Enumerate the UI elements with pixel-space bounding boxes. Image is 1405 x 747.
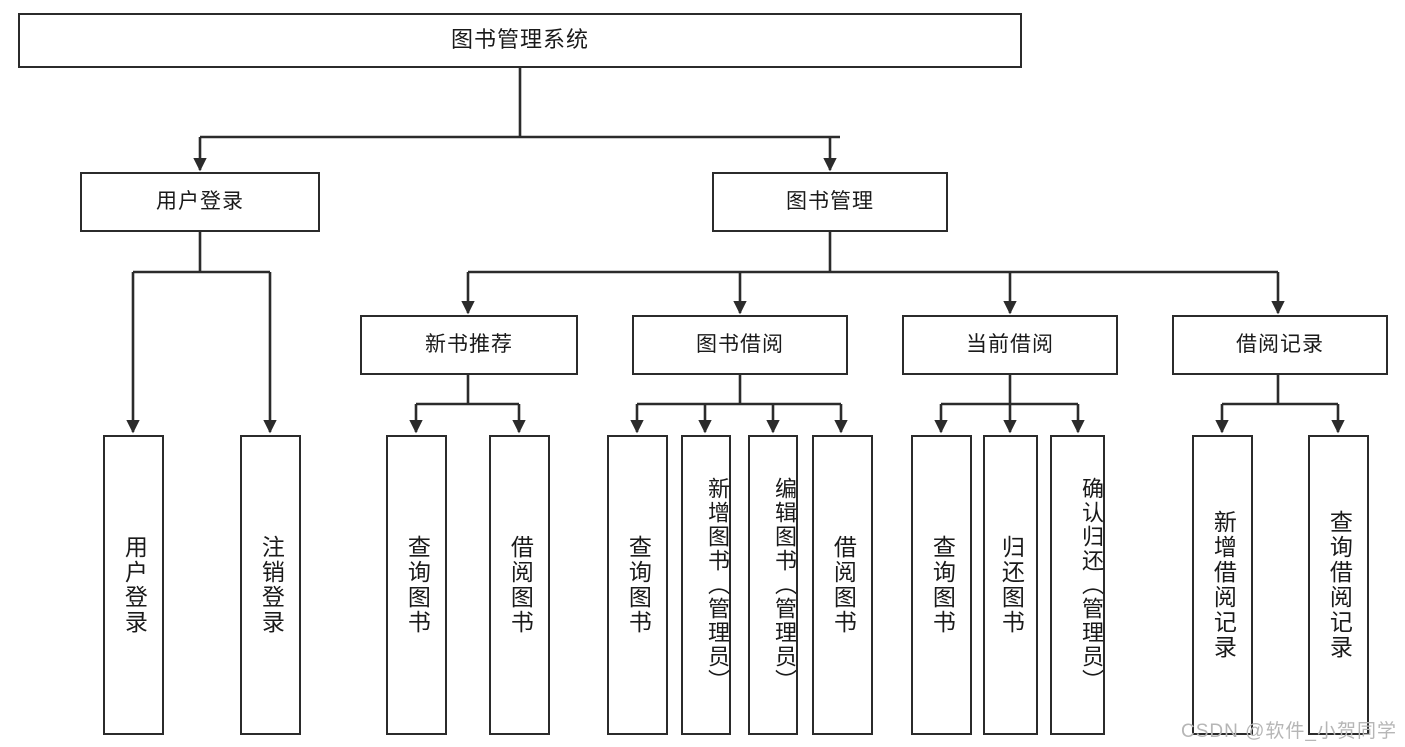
node-root-library-system[interactable]: 图书管理系统 [18, 13, 1022, 68]
leaf-new-book-query-book[interactable]: 查询图书 [386, 435, 447, 735]
node-book-management[interactable]: 图书管理 [712, 172, 948, 232]
leaf-new-book-borrow-book[interactable]: 借阅图书 [489, 435, 550, 735]
leaf-book-borrow-query-book[interactable]: 查询图书 [607, 435, 668, 735]
node-new-book-recommend[interactable]: 新书推荐 [360, 315, 578, 375]
leaf-borrow-record-add-record[interactable]: 新增借阅记录 [1192, 435, 1253, 735]
node-current-borrow[interactable]: 当前借阅 [902, 315, 1118, 375]
leaf-user-login-logout[interactable]: 注销登录 [240, 435, 301, 735]
node-user-login[interactable]: 用户登录 [80, 172, 320, 232]
leaf-current-borrow-query-book[interactable]: 查询图书 [911, 435, 972, 735]
leaf-user-login-login[interactable]: 用户登录 [103, 435, 164, 735]
node-borrow-record[interactable]: 借阅记录 [1172, 315, 1388, 375]
leaf-book-borrow-borrow-book[interactable]: 借阅图书 [812, 435, 873, 735]
csdn-watermark: CSDN @软件_小贺同学 [1181, 721, 1397, 742]
leaf-borrow-record-query-record[interactable]: 查询借阅记录 [1308, 435, 1369, 735]
leaf-book-borrow-add-book-admin[interactable]: 新增图书（管理员） [681, 435, 731, 735]
leaf-current-borrow-return-book[interactable]: 归还图书 [983, 435, 1038, 735]
leaf-current-borrow-confirm-return-admin[interactable]: 确认归还（管理员） [1050, 435, 1105, 735]
node-book-borrow[interactable]: 图书借阅 [632, 315, 848, 375]
leaf-book-borrow-edit-book-admin[interactable]: 编辑图书（管理员） [748, 435, 798, 735]
